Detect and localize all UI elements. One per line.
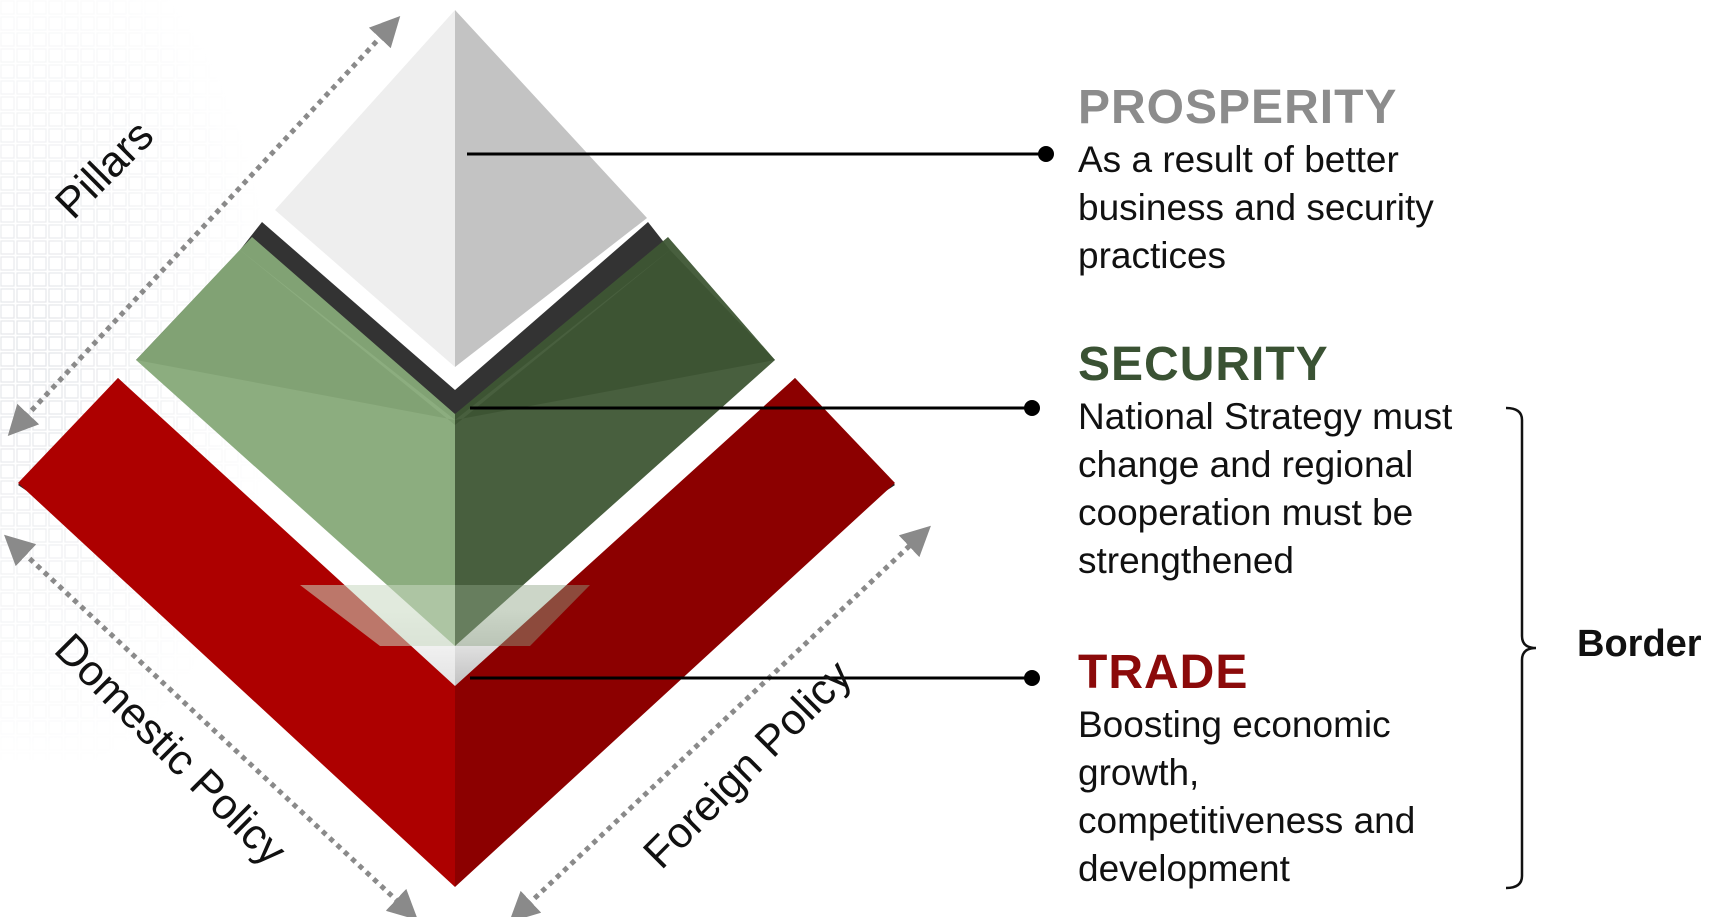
prosperity-tier-left-face <box>275 10 455 367</box>
security-tier-left-face <box>136 237 455 646</box>
security-block: SECURITY National Strategy must change a… <box>1078 337 1538 585</box>
trade-tier <box>18 378 895 887</box>
security-title: SECURITY <box>1078 338 1329 391</box>
security-leader-dot <box>1024 400 1040 416</box>
security-tier-right-face <box>455 237 775 646</box>
security-tier <box>136 222 775 646</box>
border-bracket-label: Border <box>1577 623 1702 665</box>
prosperity-title: PROSPERITY <box>1078 81 1398 134</box>
prosperity-description: As a result of better business and secur… <box>1078 139 1434 276</box>
prosperity-tier <box>275 10 647 367</box>
trade-block: TRADE Boosting economic growth, competit… <box>1078 645 1538 893</box>
prosperity-block: PROSPERITY As a result of better busines… <box>1078 80 1538 280</box>
prosperity-tier-right-face <box>455 10 647 367</box>
prosperity-leader-dot <box>1038 146 1054 162</box>
trade-tier-left-face <box>18 378 455 887</box>
leader-lines <box>467 146 1054 686</box>
trade-description: Boosting economic growth, competitivenes… <box>1078 704 1416 889</box>
foreign-policy-axis-arrow <box>509 525 931 917</box>
trade-leader-dot <box>1024 670 1040 686</box>
pillars-axis-arrow <box>7 16 401 436</box>
trade-title: TRADE <box>1078 646 1249 699</box>
security-tier-reflection <box>300 585 455 646</box>
security-description: National Strategy must change and region… <box>1078 396 1453 581</box>
trade-tier-right-face <box>455 378 895 887</box>
border-bracket <box>1505 406 1537 890</box>
